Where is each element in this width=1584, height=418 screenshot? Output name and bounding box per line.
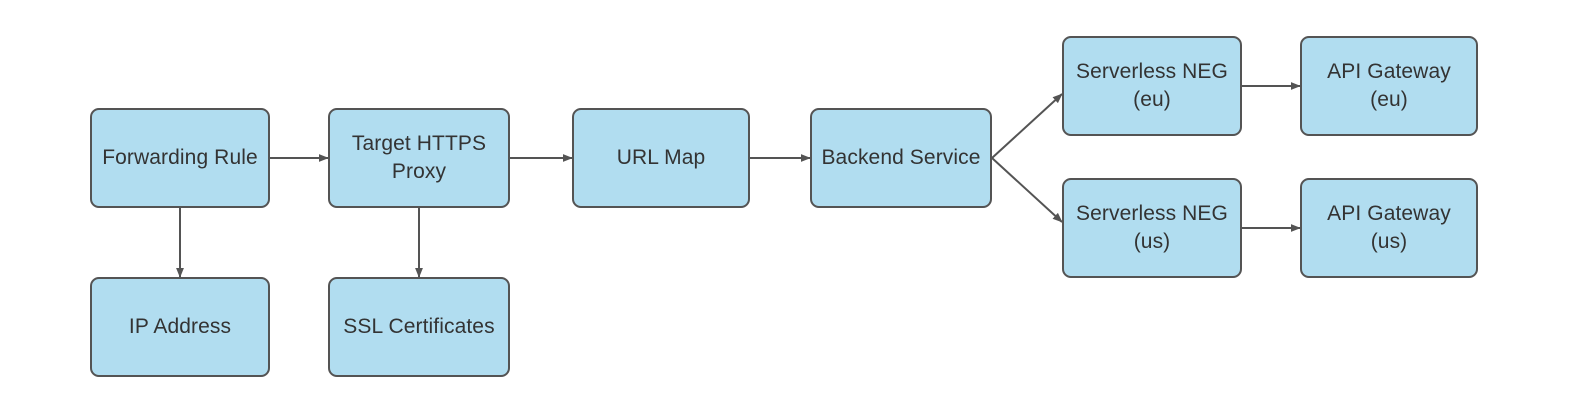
node-backend-service[interactable]: Backend Service: [810, 108, 992, 208]
node-label: Forwarding Rule: [102, 146, 258, 169]
node-url-map[interactable]: URL Map: [572, 108, 750, 208]
node-label: IP Address: [128, 315, 232, 338]
edge-backend-service-to-serverless-neg-us: [991, 157, 1063, 223]
node-serverless-neg-us[interactable]: Serverless NEG (us): [1062, 178, 1242, 278]
node-label: Backend Service: [821, 146, 981, 169]
node-ssl-certificates[interactable]: SSL Certificates: [328, 277, 510, 377]
node-api-gateway-eu[interactable]: API Gateway (eu): [1300, 36, 1478, 136]
node-label: SSL Certificates: [343, 315, 495, 338]
node-label: URL Map: [616, 146, 706, 169]
node-label: API Gateway (eu): [1327, 60, 1451, 111]
edge-backend-service-to-serverless-neg-eu: [991, 93, 1063, 159]
node-forwarding-rule[interactable]: Forwarding Rule: [90, 108, 270, 208]
node-api-gateway-us[interactable]: API Gateway (us): [1300, 178, 1478, 278]
node-ip-address[interactable]: IP Address: [90, 277, 270, 377]
node-target-https-proxy[interactable]: Target HTTPS Proxy: [328, 108, 510, 208]
node-label: Target HTTPS Proxy: [351, 132, 487, 183]
node-label: API Gateway (us): [1327, 202, 1451, 253]
node-serverless-neg-eu[interactable]: Serverless NEG (eu): [1062, 36, 1242, 136]
node-label: Serverless NEG (eu): [1076, 60, 1228, 111]
node-label: Serverless NEG (us): [1076, 202, 1228, 253]
